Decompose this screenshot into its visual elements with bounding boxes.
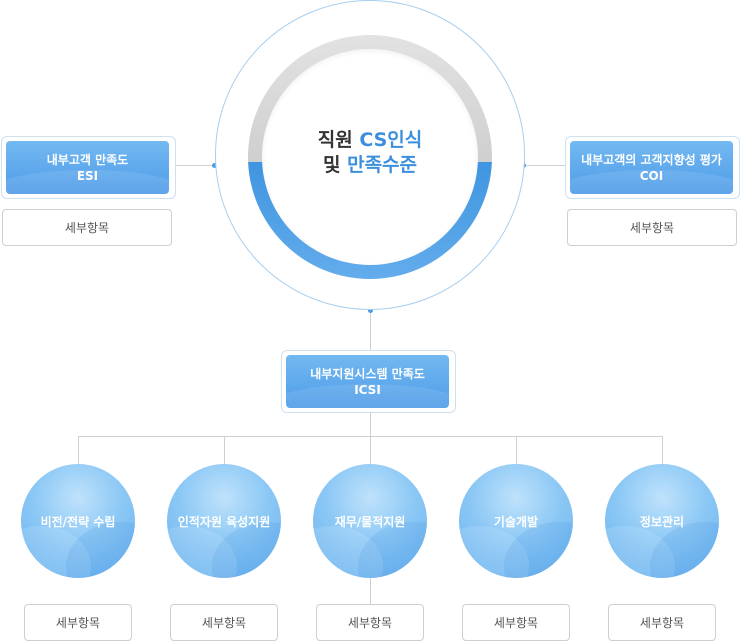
sub-detail-4[interactable]: 세부항목 (462, 604, 570, 641)
right-node-code: COI (639, 168, 664, 183)
connector-middle-down (370, 410, 371, 436)
connector-right (525, 165, 565, 166)
sub-detail-3[interactable]: 세부항목 (316, 604, 424, 641)
left-node-code: ESI (76, 168, 99, 183)
sub-circle-label: 기술개발 (493, 514, 539, 529)
connector-bottom-dot (368, 308, 373, 313)
connector-circle-detail-3 (370, 578, 371, 604)
sub-detail-1[interactable]: 세부항목 (24, 604, 132, 641)
connector-drop-2 (224, 436, 225, 464)
right-node-detail[interactable]: 세부항목 (567, 209, 737, 246)
middle-node-code: ICSI (354, 382, 381, 397)
middle-node-box[interactable]: 내부지원시스템 만족도 ICSI (286, 355, 449, 408)
connector-left-dot (212, 163, 217, 168)
connector-drop-3 (370, 436, 371, 464)
hub-inner-circle (262, 49, 478, 265)
left-node-title: 내부고객 만족도 (46, 152, 129, 167)
sub-circle-vision-strategy[interactable]: 비전/전략 수립 (21, 464, 135, 578)
sub-circle-label: 정보관리 (639, 514, 685, 529)
sub-circle-finance-material[interactable]: 재무/물적지원 (313, 464, 427, 578)
hub-line1-highlight: CS인식 (359, 129, 423, 151)
right-node-title: 내부고객의 고객지향성 평가 (581, 152, 722, 167)
hub-line1-prefix: 직원 (317, 129, 360, 151)
hub-title: 직원 CS인식 및 만족수준 (262, 128, 478, 178)
connector-left (176, 165, 216, 166)
sub-circle-info-management[interactable]: 정보관리 (605, 464, 719, 578)
sub-circle-hr-development[interactable]: 인적자원 육성지원 (167, 464, 281, 578)
sub-circle-label: 비전/전략 수립 (40, 514, 116, 529)
connector-drop-1 (78, 436, 79, 464)
sub-detail-5[interactable]: 세부항목 (608, 604, 716, 641)
left-node-box[interactable]: 내부고객 만족도 ESI (6, 141, 169, 194)
middle-node-title: 내부지원시스템 만족도 (310, 366, 425, 381)
connector-drop-4 (516, 436, 517, 464)
sub-circle-tech-development[interactable]: 기술개발 (459, 464, 573, 578)
connector-drop-5 (662, 436, 663, 464)
sub-circle-label: 인적자원 육성지원 (177, 514, 271, 529)
connector-center-down (370, 310, 371, 350)
sub-detail-2[interactable]: 세부항목 (170, 604, 278, 641)
sub-circle-label: 재무/물적지원 (334, 514, 406, 529)
left-node-detail[interactable]: 세부항목 (2, 209, 172, 246)
hub-line2-highlight: 만족수준 (347, 154, 418, 176)
right-node-box[interactable]: 내부고객의 고객지향성 평가 COI (570, 141, 733, 194)
hub-line2-prefix: 및 (322, 154, 348, 176)
